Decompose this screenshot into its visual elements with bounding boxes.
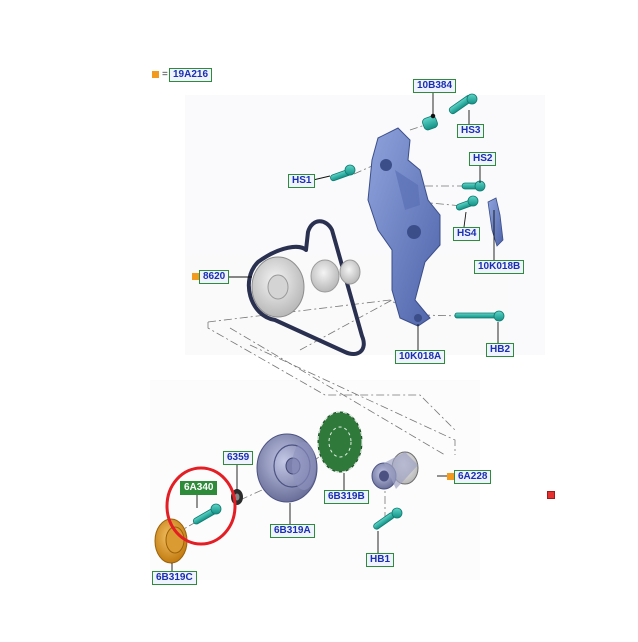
- leader-lines: [171, 90, 499, 571]
- callout-10b384[interactable]: 10B384: [413, 79, 457, 93]
- drive-belt-8620: [247, 219, 366, 356]
- callout-6359[interactable]: 6359: [223, 451, 254, 465]
- bracket-10k018a: [367, 127, 441, 327]
- callout-hb1[interactable]: HB1: [366, 553, 395, 567]
- pulley-6b319c: [154, 518, 188, 564]
- callout-6a340[interactable]: 6A340: [180, 481, 218, 495]
- callout-10k018a[interactable]: 10K018A: [395, 350, 446, 364]
- bracket-10k018b: [487, 197, 504, 247]
- orange-marker-icon: [152, 71, 159, 78]
- plate-6b319b: [317, 411, 363, 473]
- legend-equals: =: [162, 69, 168, 80]
- callout-6b319a[interactable]: 6B319A: [270, 524, 315, 538]
- callout-6a228[interactable]: 6A228: [454, 470, 492, 484]
- callout-8620[interactable]: 8620: [199, 270, 230, 284]
- idler-pulley-grey: [251, 256, 361, 318]
- callout-hs1[interactable]: HS1: [288, 174, 316, 188]
- orange-marker-icon-8620: [192, 273, 199, 280]
- bolts: [192, 93, 505, 530]
- callout-19a216[interactable]: 19A216: [169, 68, 213, 82]
- callout-hs2[interactable]: HS2: [469, 152, 497, 166]
- callout-hs4[interactable]: HS4: [453, 227, 481, 241]
- callout-hb2[interactable]: HB2: [486, 343, 515, 357]
- close-marker-icon[interactable]: [547, 491, 555, 499]
- orange-marker-icon-6a228: [447, 473, 454, 480]
- callout-10k018b[interactable]: 10K018B: [474, 260, 525, 274]
- pulley-6a228: [371, 451, 419, 490]
- callout-6b319c[interactable]: 6B319C: [152, 571, 197, 585]
- callout-hs3[interactable]: HS3: [457, 124, 485, 138]
- highlight-circle: [165, 466, 237, 546]
- callout-6b319b[interactable]: 6B319B: [324, 490, 369, 504]
- pulley-6b319a: [256, 433, 318, 503]
